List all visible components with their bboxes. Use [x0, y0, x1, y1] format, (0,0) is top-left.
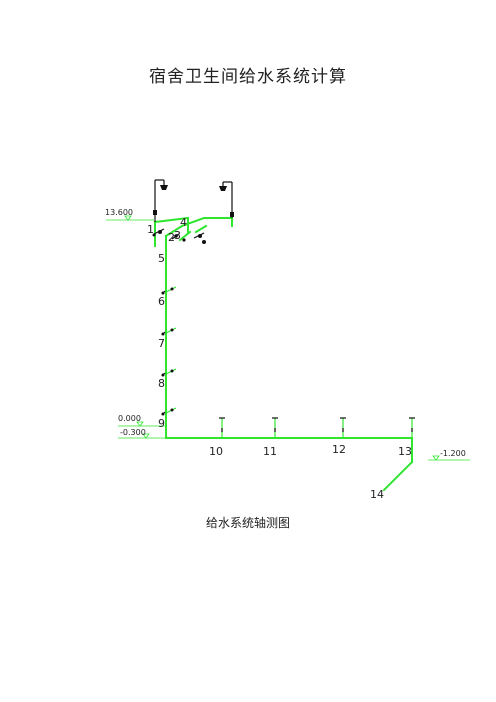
node-label: 2	[168, 231, 175, 244]
node-label: 9	[158, 417, 165, 430]
elevation-label: -0.300	[120, 428, 146, 437]
node-label: 8	[158, 377, 165, 390]
node-label: 14	[370, 488, 384, 501]
elevation-mark-ground	[118, 421, 166, 439]
floor-valves	[161, 286, 177, 416]
node-label: 6	[158, 295, 165, 308]
top-floor-branch	[153, 216, 233, 247]
header-risers	[219, 417, 415, 438]
page-title: 宿舍卫生间给水系统计算	[149, 67, 347, 87]
node-label: 11	[263, 445, 277, 458]
diagram-caption: 给水系统轴测图	[205, 516, 290, 530]
elevation-mark-13600	[106, 215, 155, 221]
node-label: 5	[158, 252, 165, 265]
node-label: 12	[332, 443, 346, 456]
shower-left	[153, 179, 168, 222]
node-label: 4	[180, 216, 187, 229]
node-label: 3	[174, 229, 181, 242]
node-label: 1	[147, 223, 154, 236]
faucets	[152, 228, 206, 244]
elevation-mark-inlet	[428, 455, 470, 461]
node-label: 7	[158, 337, 165, 350]
node-label: 13	[398, 445, 412, 458]
elevation-label: -1.200	[440, 449, 466, 458]
elevation-label: 0.000	[118, 414, 141, 423]
node-label: 10	[209, 445, 223, 458]
elevation-label: 13.600	[105, 208, 133, 217]
inlet-branch	[382, 460, 414, 492]
shower-right	[219, 181, 234, 218]
node-labels: 1 2 3 4 5 6 7 8 9 10 11 12 13 14	[147, 216, 412, 501]
